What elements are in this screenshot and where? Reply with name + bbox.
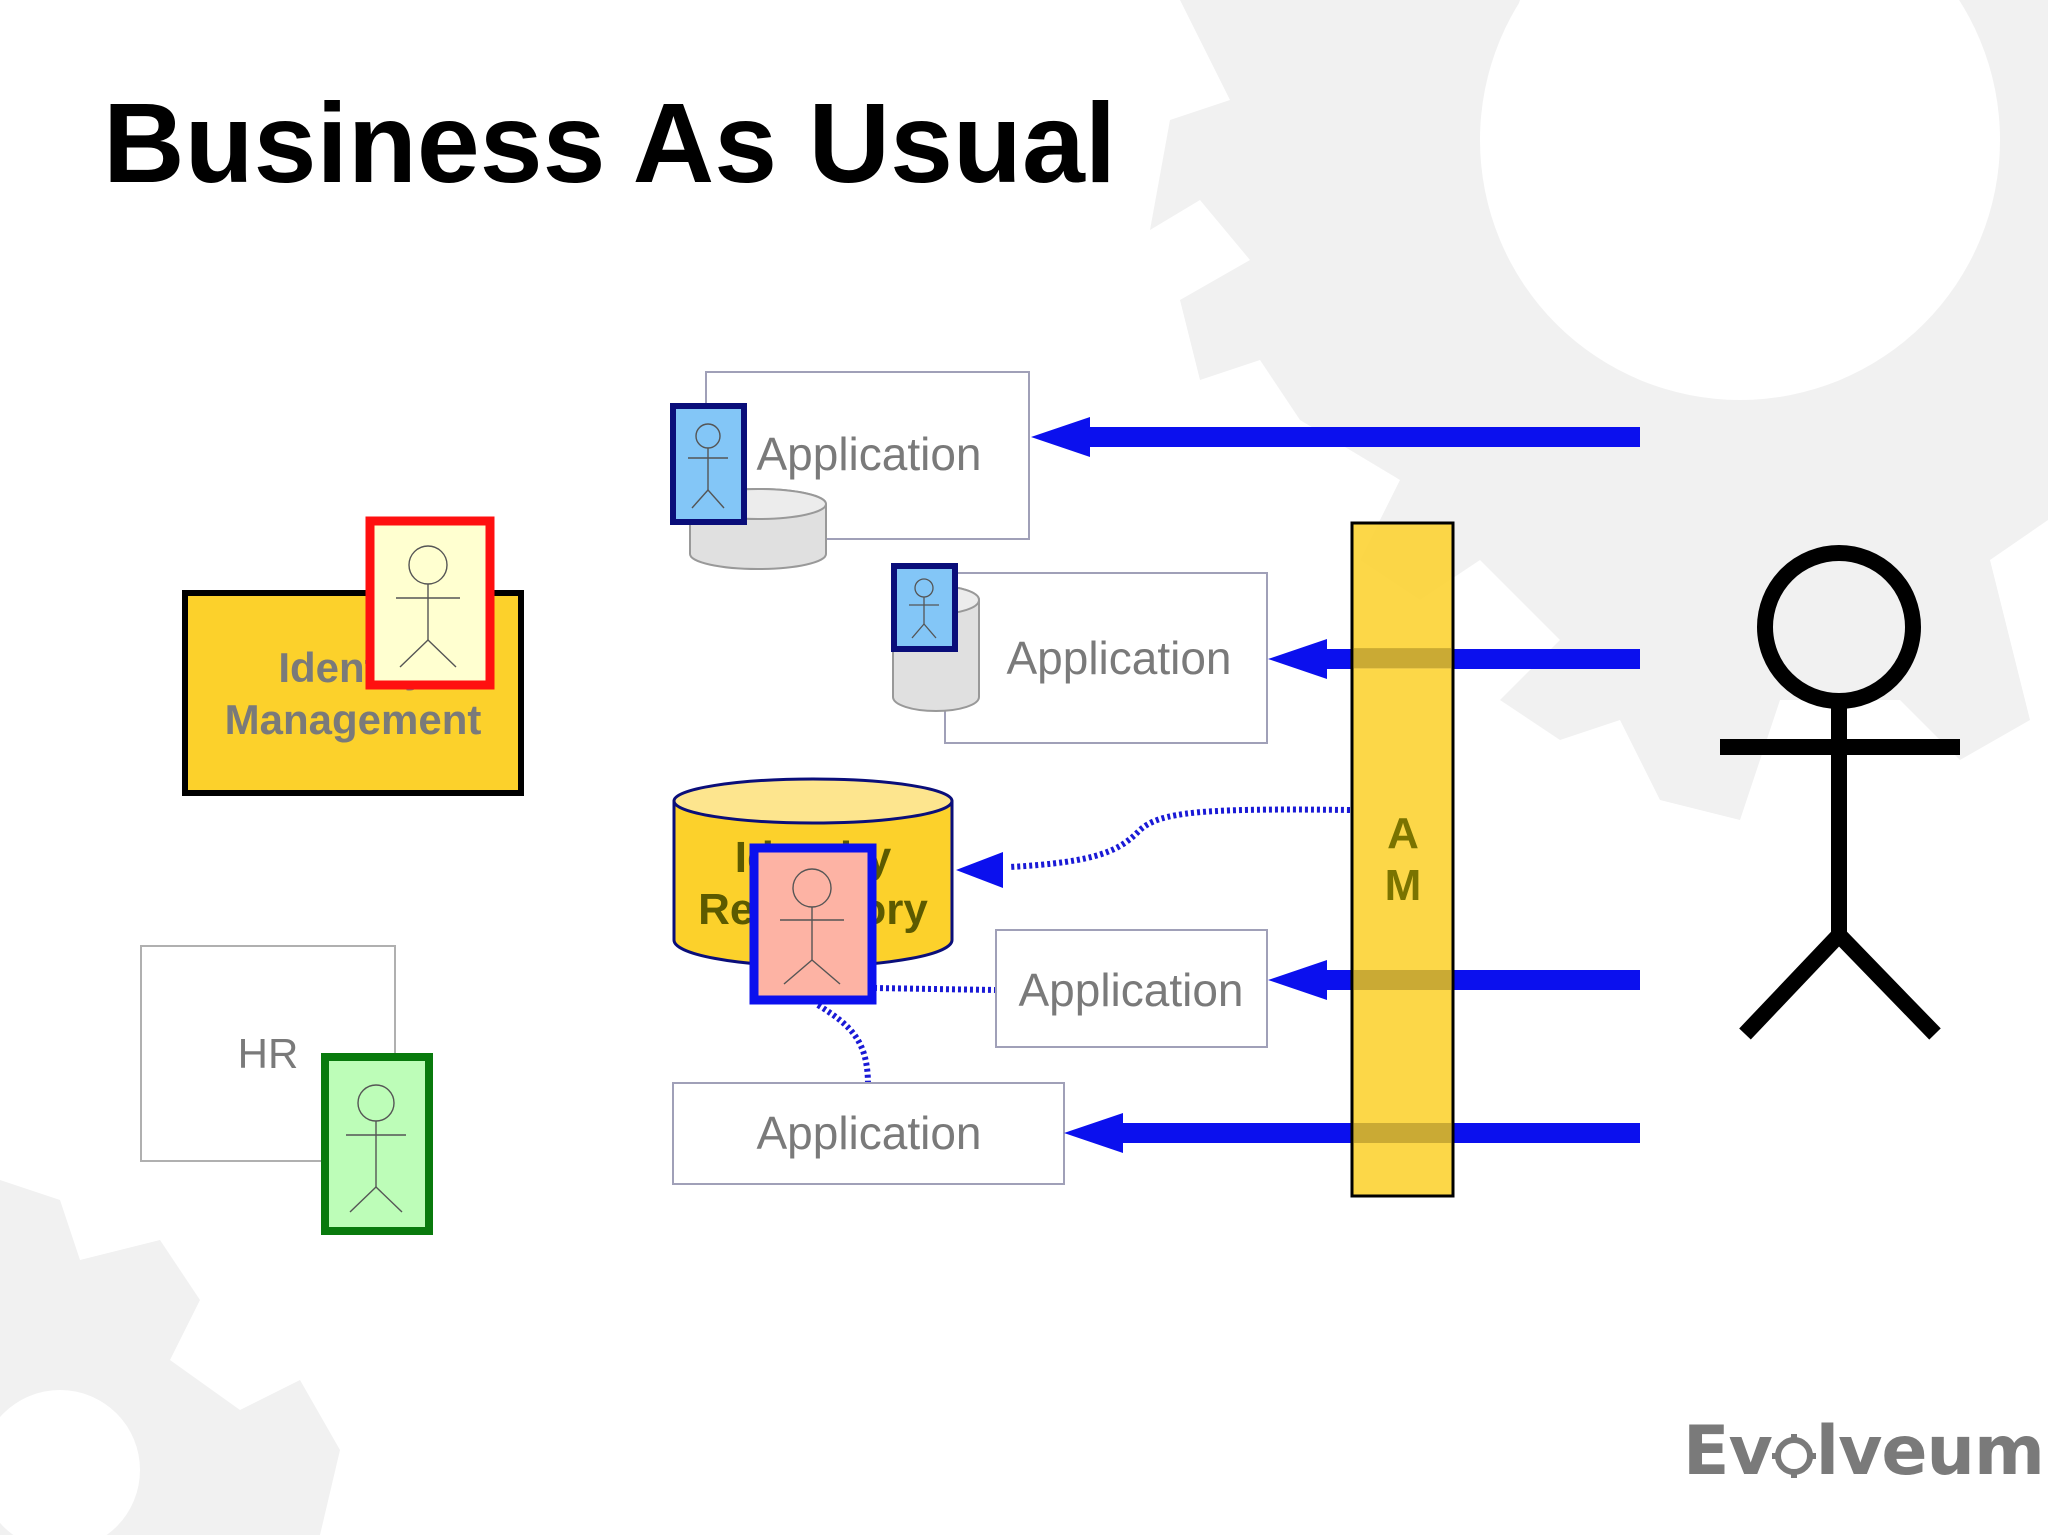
application-label-1: Application <box>756 428 981 480</box>
dotted-link-am-to-repository <box>1009 806 1351 870</box>
stick-figure-icon <box>780 868 844 985</box>
user-card-blue <box>670 403 747 525</box>
application-label-4: Application <box>756 1107 981 1159</box>
user-card-salmon <box>749 843 877 1005</box>
stick-figure-icon <box>688 423 728 509</box>
evolveum-logo: Ev lveum <box>1683 1418 2045 1486</box>
dotted-link-repository-to-app3 <box>873 985 996 993</box>
user-card-green <box>321 1053 433 1235</box>
dotted-links <box>816 806 1351 1086</box>
dotted-link-repository-to-app4 <box>816 1002 871 1086</box>
arrow-left-icon <box>1268 639 1327 679</box>
arrow-heads <box>1031 417 1327 1153</box>
user-card-blue <box>891 563 958 652</box>
logo-text-left: Ev <box>1683 1412 1773 1491</box>
slide-title: Business As Usual <box>103 80 1117 206</box>
application-box-1: Application <box>670 371 1030 570</box>
stick-figure-icon <box>909 578 939 639</box>
application-box-3: Application <box>995 929 1268 1048</box>
user-stick-figure-icon <box>1720 545 1960 1040</box>
arrow-left-icon <box>1268 960 1327 1000</box>
user-card-red <box>365 516 495 690</box>
stick-figure-icon <box>396 545 460 668</box>
stick-figure-icon <box>346 1084 406 1213</box>
am-label-line1: A <box>1387 809 1419 858</box>
arrow-left-icon <box>1031 417 1090 457</box>
application-box-2: Application <box>891 563 1268 744</box>
arrow-left-icon <box>956 852 1003 888</box>
am-label-line2: M <box>1385 861 1422 910</box>
logo-text-right: lveum <box>1815 1412 2045 1491</box>
am-bar: A M <box>1350 521 1455 1198</box>
application-label-2: Application <box>1006 632 1231 684</box>
hr-label: HR <box>238 1030 299 1077</box>
application-box-4: Application <box>672 1082 1065 1185</box>
gear-icon <box>1771 1422 1816 1478</box>
arrow-left-icon <box>1064 1113 1123 1153</box>
application-label-3: Application <box>1018 964 1243 1016</box>
identity-management-label-line2: Management <box>225 696 482 743</box>
